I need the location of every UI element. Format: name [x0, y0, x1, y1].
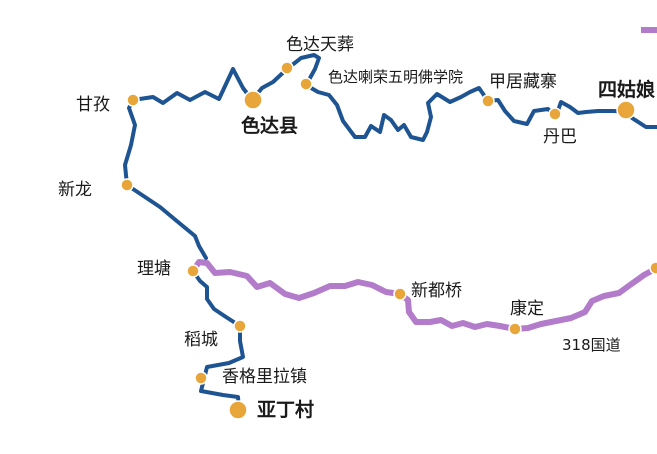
marker-jiaju: [481, 94, 495, 108]
label-jiaju: 甲居藏寨: [489, 72, 557, 92]
route-blue-north-loop: [123, 53, 657, 260]
marker-xinduqiao: [393, 287, 407, 301]
markers: [120, 61, 657, 420]
label-shangri-la-town: 香格里拉镇: [222, 367, 307, 387]
label-siguniang: 四姑娘: [598, 78, 656, 101]
marker-yading: [228, 400, 248, 420]
label-road-318: 318国道: [562, 336, 621, 354]
marker-seda-academy: [299, 77, 313, 91]
legend-swatch: [641, 27, 657, 33]
label-xinduqiao: 新都桥: [411, 281, 462, 301]
label-danba: 丹巴: [543, 127, 577, 147]
label-ganzi: 甘孜: [76, 95, 110, 115]
marker-siguniang: [616, 100, 636, 120]
marker-east-edge: [649, 261, 657, 275]
label-xinlong: 新龙: [58, 180, 92, 200]
label-litang: 理塘: [137, 259, 171, 279]
label-seda-academy: 色达喇荣五明佛学院: [328, 68, 463, 86]
label-seda-tianzang: 色达天葬: [286, 35, 354, 55]
marker-seda-county: [243, 90, 263, 110]
marker-kangding: [508, 322, 522, 336]
marker-litang: [186, 264, 200, 278]
marker-seda-tianzang: [280, 61, 294, 75]
route-blue-south-branch: [191, 269, 245, 412]
marker-shangri-la-town: [194, 371, 208, 385]
route-purple-318: [190, 259, 657, 332]
label-kangding: 康定: [510, 299, 544, 319]
marker-ganzi: [126, 93, 140, 107]
marker-xinlong: [120, 178, 134, 192]
label-seda-county: 色达县: [241, 114, 298, 137]
label-yading: 亚丁村: [257, 398, 314, 421]
label-daocheng: 稻城: [184, 330, 218, 350]
marker-danba: [548, 107, 562, 121]
marker-daocheng: [233, 319, 247, 333]
